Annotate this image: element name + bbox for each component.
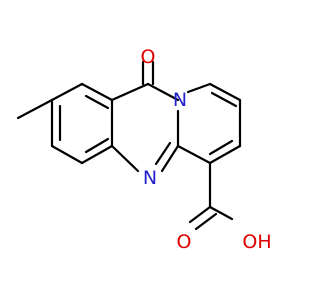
acid-oh-bond — [208, 205, 234, 221]
bridgehead-nitrogen-label: N — [173, 89, 187, 111]
acid-oxygen-label: O — [177, 231, 192, 253]
imine-nitrogen-label: N — [143, 167, 157, 189]
bond-inner — [210, 91, 238, 108]
bond — [146, 82, 180, 102]
methyl-bond — [16, 98, 54, 120]
chemical-structure-diagram: O N N O OH — [16, 46, 272, 253]
bond — [208, 82, 242, 102]
bond-inner — [84, 94, 110, 110]
acid-carbonyl-bond-2 — [194, 212, 218, 231]
molecule-canvas: O N N O OH — [16, 46, 272, 253]
carbonyl-oxygen-label: O — [141, 46, 156, 68]
bond — [80, 82, 114, 102]
bond — [110, 144, 140, 173]
bond — [176, 144, 212, 165]
acid-carbonyl-bond — [188, 205, 212, 224]
hydroxyl-label: OH — [242, 231, 271, 253]
bond — [208, 144, 242, 165]
bond-inner — [208, 139, 234, 156]
bond — [80, 144, 114, 165]
bond — [110, 82, 150, 102]
bond — [186, 82, 212, 94]
bond — [50, 82, 84, 102]
bond — [160, 144, 180, 173]
bond-inner — [84, 137, 110, 154]
bond-inner — [154, 141, 172, 166]
bond — [50, 144, 84, 165]
